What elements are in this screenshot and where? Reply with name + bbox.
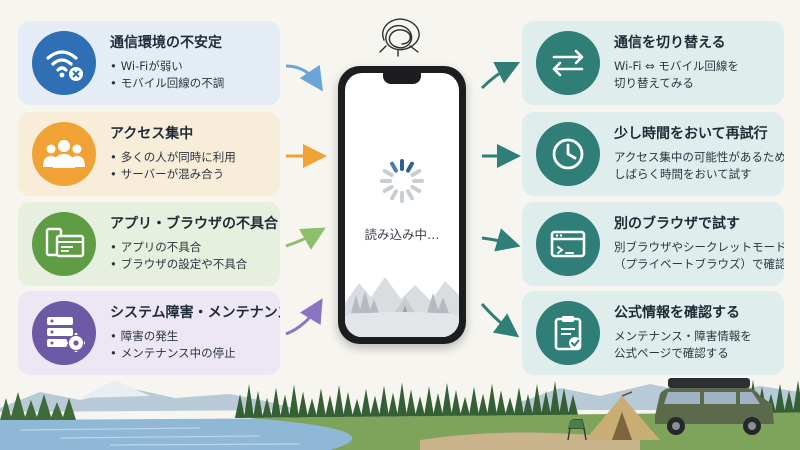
cause-title: アクセス集中 (110, 126, 194, 142)
cause-title: 通信環境の不安定 (110, 35, 222, 51)
spinner-segment (406, 161, 414, 173)
spinner-segment (406, 189, 414, 201)
spinner-segment (410, 169, 422, 177)
cause-detail: サーバーが混み合う (110, 166, 280, 183)
arrow-cause-1 (285, 64, 323, 92)
arrow-solution-4 (480, 303, 520, 338)
arrow-solution-3 (481, 228, 521, 252)
smartphone: 読み込み中… (338, 66, 466, 344)
loading-spinner-icon (345, 159, 459, 337)
spinner-segment (382, 185, 394, 193)
clock-icon (536, 122, 600, 186)
cause-detail: アプリの不具合 (110, 239, 280, 256)
cause-detail: Wi-Fiが弱い (110, 58, 280, 75)
switch-arrows-icon (536, 31, 600, 95)
solution-detail: Wi-Fi ⇔ モバイル回線を (614, 59, 739, 73)
cause-card-system: システム障害・メンテナンス 障害の発生 メンテナンス中の停止 (18, 291, 280, 375)
cause-detail: モバイル回線の不調 (110, 75, 280, 92)
wifi-error-icon (32, 31, 96, 95)
solution-detail: （プライベートブラウズ）で確認 (614, 257, 784, 271)
solution-title: 通信を切り替える (614, 35, 726, 51)
solution-card-retry: 少し時間をおいて再試行 アクセス集中の可能性があるため、 しばらく時間をおいて試… (522, 112, 784, 196)
solution-card-official: 公式情報を確認する メンテナンス・障害情報を 公式ページで確認する (522, 291, 784, 375)
solution-card-browser: 別のブラウザで試す 別ブラウザやシークレットモード （プライベートブラウズ）で確… (522, 202, 784, 286)
cause-title: アプリ・ブラウザの不具合 (110, 216, 278, 232)
spinner-segment (382, 169, 394, 177)
clipboard-check-icon (536, 301, 600, 365)
spinner-segment (390, 161, 398, 173)
cause-detail: 多くの人が同時に利用 (110, 149, 280, 166)
solution-title: 少し時間をおいて再試行 (614, 126, 768, 142)
solution-title: 別のブラウザで試す (614, 216, 740, 232)
arrow-cause-3 (285, 227, 326, 250)
app-window-icon (32, 212, 96, 276)
solution-detail: 公式ページで確認する (614, 346, 729, 360)
server-gear-icon (32, 301, 96, 365)
solution-detail: メンテナンス・障害情報を (614, 329, 752, 343)
solution-detail: しばらく時間をおいて試す (614, 167, 752, 181)
solution-detail: 切り替えてみる (614, 76, 694, 90)
cause-title: システム障害・メンテナンス (110, 305, 280, 321)
spinner-segment (410, 185, 422, 193)
solution-card-switch: 通信を切り替える Wi-Fi ⇔ モバイル回線を 切り替えてみる (522, 21, 784, 105)
people-group-icon (32, 122, 96, 186)
cause-card-access: アクセス集中 多くの人が同時に利用 サーバーが混み合う (18, 112, 280, 196)
solution-detail: アクセス集中の可能性があるため、 (614, 150, 784, 164)
arrow-cause-4 (285, 298, 323, 336)
spinner-segment (390, 189, 398, 201)
solution-title: 公式情報を確認する (614, 305, 740, 321)
solution-detail: 別ブラウザやシークレットモード (614, 240, 784, 254)
loading-text: 読み込み中… (364, 227, 440, 242)
cause-card-app: アプリ・ブラウザの不具合 アプリの不具合 ブラウザの設定や不具合 (18, 202, 280, 286)
cause-detail: ブラウザの設定や不具合 (110, 256, 280, 273)
phone-screen: 読み込み中… (345, 73, 459, 337)
cause-detail: 障害の発生 (110, 328, 280, 345)
cause-detail: メンテナンス中の停止 (110, 345, 280, 362)
cause-card-network: 通信環境の不安定 Wi-Fiが弱い モバイル回線の不調 (18, 21, 280, 105)
arrow-solution-1 (480, 61, 521, 90)
phone-notch (383, 73, 421, 84)
browser-window-icon (536, 212, 600, 276)
